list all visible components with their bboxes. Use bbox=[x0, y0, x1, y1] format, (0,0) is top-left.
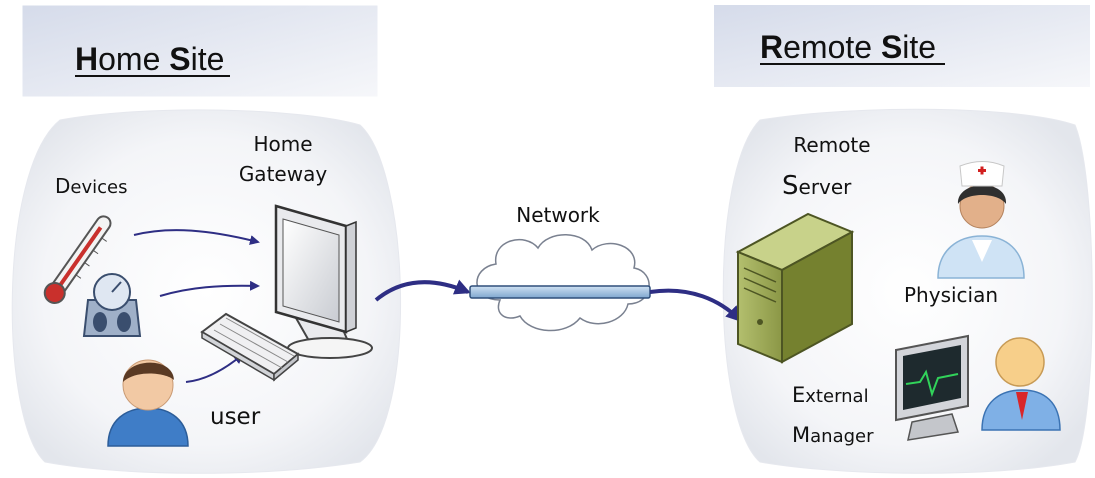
gateway-to-network-arrow bbox=[374, 279, 471, 302]
remote-site-box: Remote Site bbox=[714, 5, 1090, 87]
desktop-monitor-icon bbox=[274, 204, 373, 359]
medical-monitor-icon bbox=[895, 334, 969, 441]
remote-server-label-line2: Server bbox=[782, 171, 852, 201]
nurse-physician-icon bbox=[937, 161, 1025, 279]
external-manager-label-line2: Manager bbox=[792, 423, 874, 447]
manager-person-icon bbox=[981, 337, 1061, 431]
external-manager-label-line1: External bbox=[792, 383, 869, 407]
scale-icon bbox=[82, 273, 142, 337]
devices-label: Devices bbox=[55, 174, 127, 198]
keyboard-icon bbox=[200, 312, 300, 382]
home-gateway-label-line1: Home bbox=[253, 132, 312, 156]
remote-site-title: Remote Site bbox=[760, 29, 936, 65]
thermometer-icon bbox=[43, 215, 112, 304]
user-person-icon bbox=[107, 359, 189, 447]
user-label: user bbox=[210, 404, 261, 430]
physician-label: Physician bbox=[904, 283, 998, 307]
home-site-title: Home Site bbox=[75, 41, 224, 77]
network-label: Network bbox=[516, 203, 600, 227]
network-to-server-arrow bbox=[649, 288, 743, 323]
home-site-box: Home Site bbox=[21, 4, 379, 98]
home-site-panel bbox=[11, 109, 401, 474]
remote-server-label-line1: Remote bbox=[793, 133, 870, 157]
home-gateway-label-line2: Gateway bbox=[239, 162, 328, 186]
network-cloud-icon bbox=[469, 234, 651, 332]
server-tower-icon bbox=[735, 212, 855, 364]
